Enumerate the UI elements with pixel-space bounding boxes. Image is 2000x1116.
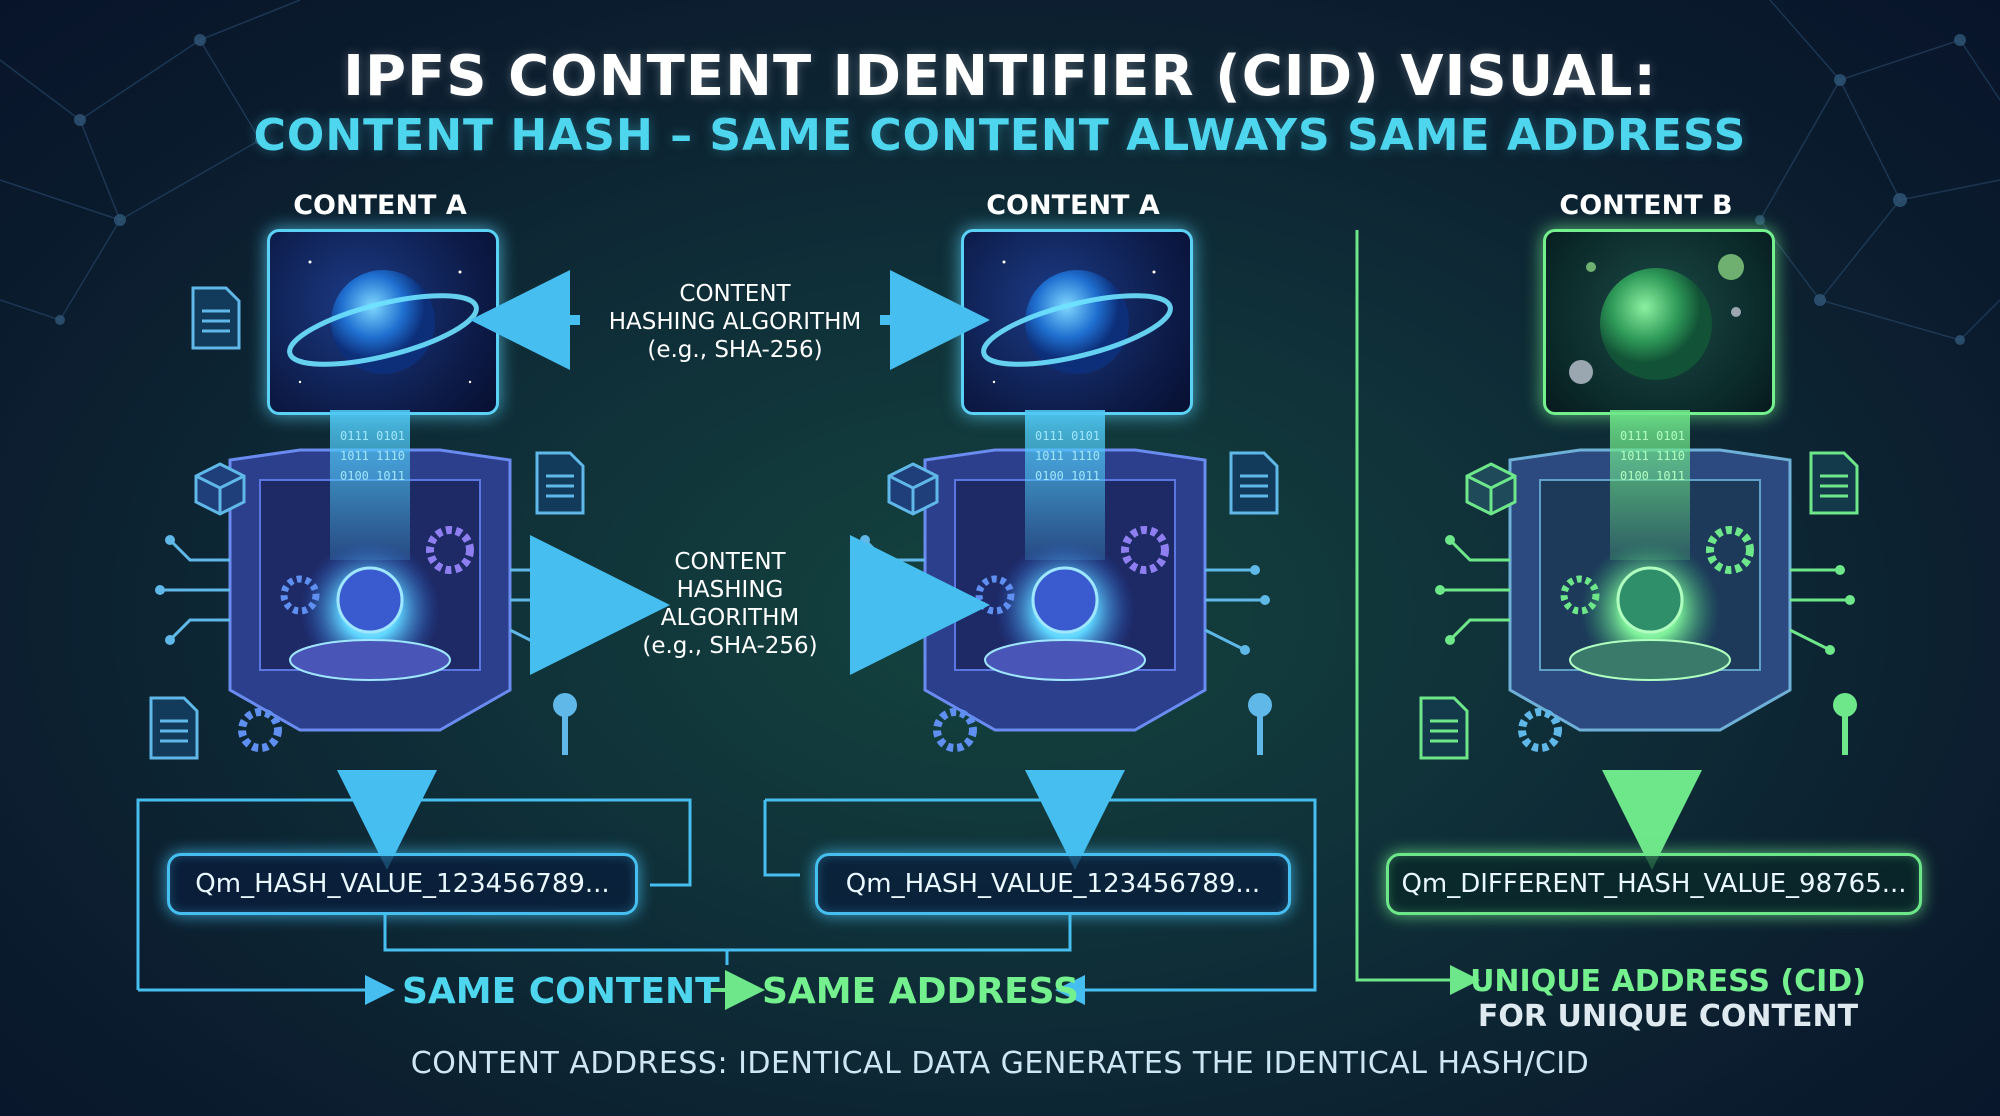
hash-machine-icon: 0111 0101 1011 1110 0100 1011 — [1435, 410, 1857, 755]
column-label-content-b: CONTENT B — [1559, 190, 1733, 221]
content-a-image-2 — [961, 229, 1193, 415]
hash-value-box-1: Qm_HASH_VALUE_123456789... — [167, 853, 638, 915]
document-icon — [1809, 451, 1859, 515]
algo-label-top-line-1: CONTENT — [679, 281, 791, 307]
algo-label-top-line-2: HASHING ALGORITHM — [608, 309, 862, 335]
svg-text:1011 1110: 1011 1110 — [1035, 449, 1100, 463]
footer-caption: CONTENT ADDRESS: IDENTICAL DATA GENERATE… — [410, 1046, 1590, 1081]
unique-content-label: FOR UNIQUE CONTENT — [1477, 999, 1859, 1034]
algo-label-middle-line-3: ALGORITHM — [660, 605, 800, 631]
svg-text:0111 0101: 0111 0101 — [340, 429, 405, 443]
svg-text:0111 0101: 0111 0101 — [1035, 429, 1100, 443]
document-icon — [1419, 696, 1469, 760]
key-icon — [1248, 693, 1272, 755]
hash-value-box-2: Qm_HASH_VALUE_123456789... — [815, 853, 1291, 915]
cube-icon — [1465, 462, 1517, 516]
svg-text:1011 1110: 1011 1110 — [1620, 449, 1685, 463]
svg-text:1011 1110: 1011 1110 — [340, 449, 405, 463]
svg-text:0100 1011: 0100 1011 — [1620, 469, 1685, 483]
hash-value-box-3: Qm_DIFFERENT_HASH_VALUE_98765... — [1386, 853, 1922, 915]
page-title: IPFS CONTENT IDENTIFIER (CID) VISUAL: — [343, 44, 1657, 109]
document-icon — [149, 696, 199, 760]
algo-label-middle-line-4: (e.g., SHA-256) — [642, 633, 818, 659]
hash-machine-icon: 0111 0101 1011 1110 0100 1011 — [155, 410, 577, 755]
svg-text:0111 0101: 0111 0101 — [1620, 429, 1685, 443]
algo-label-middle-line-1: CONTENT — [674, 549, 786, 575]
document-icon — [1229, 451, 1279, 515]
algo-label-middle: CONTENT HASHING ALGORITHM (e.g., SHA-256… — [580, 548, 880, 660]
same-content-label: SAME CONTENT — [402, 971, 720, 1012]
cube-icon — [194, 462, 246, 516]
cube-icon — [887, 462, 939, 516]
document-icon — [535, 451, 585, 515]
hash-machine-icon: 0111 0101 1011 1110 0100 1011 — [850, 410, 1272, 755]
same-address-label: SAME ADDRESS — [762, 971, 1079, 1012]
column-label-content-a-2: CONTENT A — [986, 190, 1160, 221]
document-icon — [191, 286, 241, 350]
content-b-image — [1543, 229, 1775, 415]
svg-text:0100 1011: 0100 1011 — [340, 469, 405, 483]
algo-label-top: CONTENT HASHING ALGORITHM (e.g., SHA-256… — [585, 280, 885, 364]
algo-label-top-line-3: (e.g., SHA-256) — [647, 337, 823, 363]
planet-icon — [1569, 254, 1744, 384]
algo-label-middle-line-2: HASHING — [676, 577, 784, 603]
key-icon — [553, 693, 577, 755]
svg-text:0100 1011: 0100 1011 — [1035, 469, 1100, 483]
page-subtitle: CONTENT HASH – SAME CONTENT ALWAYS SAME … — [253, 110, 1747, 161]
column-label-content-a-1: CONTENT A — [293, 190, 467, 221]
key-icon — [1833, 693, 1857, 755]
content-a-image-1 — [267, 229, 499, 415]
unique-address-label: UNIQUE ADDRESS (CID) — [1470, 964, 1866, 999]
